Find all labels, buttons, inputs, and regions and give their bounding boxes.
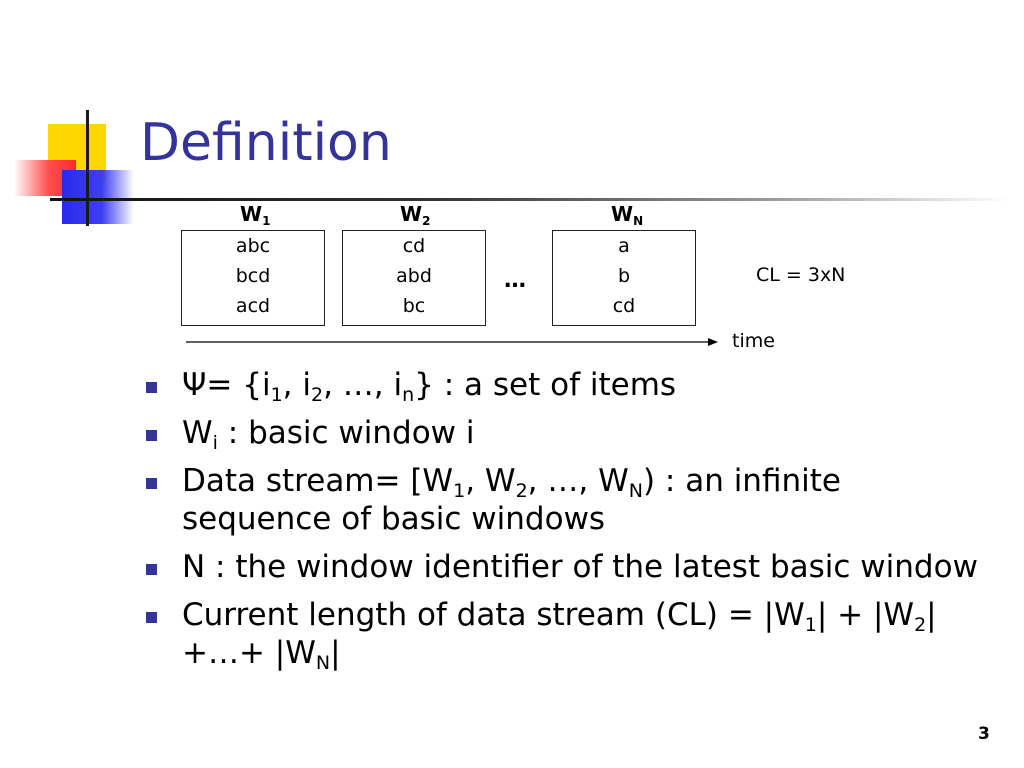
window-box-w2: cd abd bc — [342, 230, 486, 326]
window-item: cd — [402, 235, 426, 257]
bullet-square-icon — [146, 382, 157, 393]
window-label-wn: WN — [611, 202, 644, 228]
window-label-w2: W2 — [400, 202, 431, 228]
window-item: cd — [612, 295, 636, 317]
window-item: abd — [396, 265, 432, 287]
window-item: bcd — [235, 265, 271, 287]
title-underline — [50, 198, 1010, 201]
bullet-item-data-stream: Data stream= [W1, W2, …, WN) : an infini… — [146, 462, 996, 538]
time-axis-label: time — [732, 330, 775, 352]
window-item: abc — [235, 235, 271, 257]
window-item: acd — [235, 295, 271, 317]
window-ellipsis: … — [504, 268, 526, 293]
bullet-square-icon — [146, 564, 157, 575]
bullet-item-current-length: Current length of data stream (CL) = |W1… — [146, 596, 996, 673]
decorative-blue-square — [62, 170, 134, 224]
window-label-w1: W1 — [240, 202, 271, 228]
definition-list: Ψ= {i1, i2, …, in} : a set of items Wi :… — [146, 366, 996, 682]
cl-note: CL = 3xN — [756, 264, 846, 286]
page-title: Definition — [140, 113, 392, 173]
window-item: a — [618, 235, 630, 257]
window-item: b — [617, 265, 631, 287]
bullet-item-basic-window: Wi : basic window i — [146, 414, 996, 453]
bullet-square-icon — [146, 612, 157, 623]
bullet-item-window-identifier: N : the window identifier of the latest … — [146, 548, 996, 586]
time-axis-arrow — [186, 338, 718, 346]
window-box-w1: abc bcd acd — [181, 230, 325, 326]
bullet-item-item-set: Ψ= {i1, i2, …, in} : a set of items — [146, 366, 996, 405]
window-box-wn: a b cd — [552, 230, 696, 326]
window-item: bc — [402, 295, 426, 317]
page-number: 3 — [978, 724, 990, 744]
bullet-square-icon — [146, 478, 157, 489]
bullet-square-icon — [146, 430, 157, 441]
decorative-vertical-line — [86, 110, 89, 226]
